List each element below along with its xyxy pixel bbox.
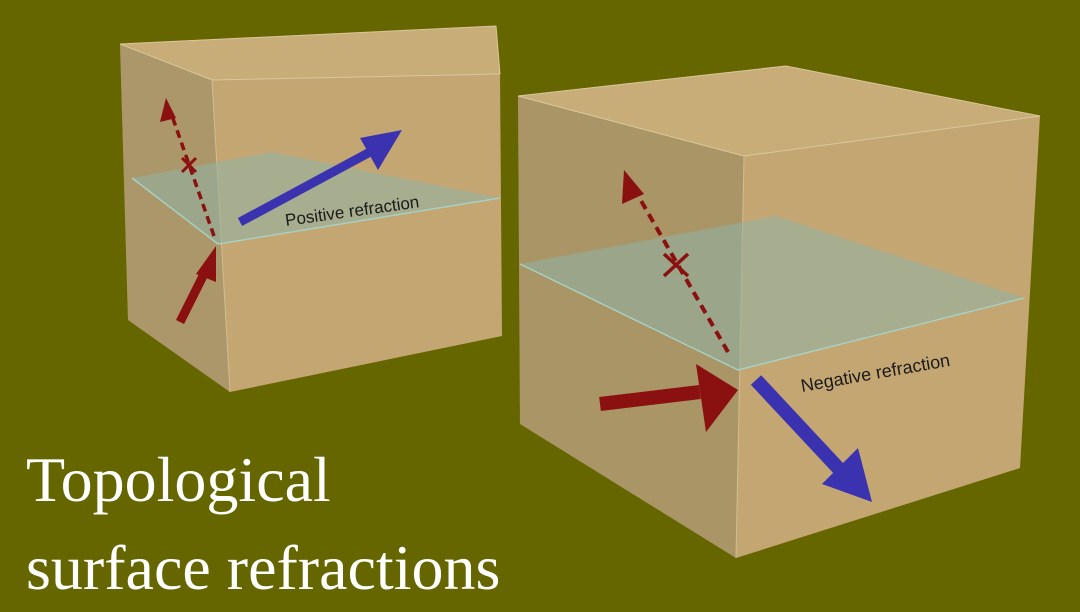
right-refracted-arrow <box>750 375 872 502</box>
x-mark-icon <box>180 156 198 174</box>
x-mark-icon <box>662 252 690 278</box>
left-interface-plane <box>132 152 500 244</box>
left-incident-arrow <box>175 246 216 325</box>
right-interface-plane <box>520 216 1024 370</box>
right-box: Negative refraction <box>517 65 1041 559</box>
right-incident-arrow <box>599 364 738 432</box>
title-line-1: Topological <box>26 444 331 515</box>
title-line-2: surface refractions <box>26 532 501 603</box>
left-blocked-path <box>160 98 216 237</box>
left-box: Positive refraction <box>119 25 502 393</box>
left-refracted-arrow <box>237 130 402 226</box>
page-title: Topological surface refractions <box>26 436 500 612</box>
